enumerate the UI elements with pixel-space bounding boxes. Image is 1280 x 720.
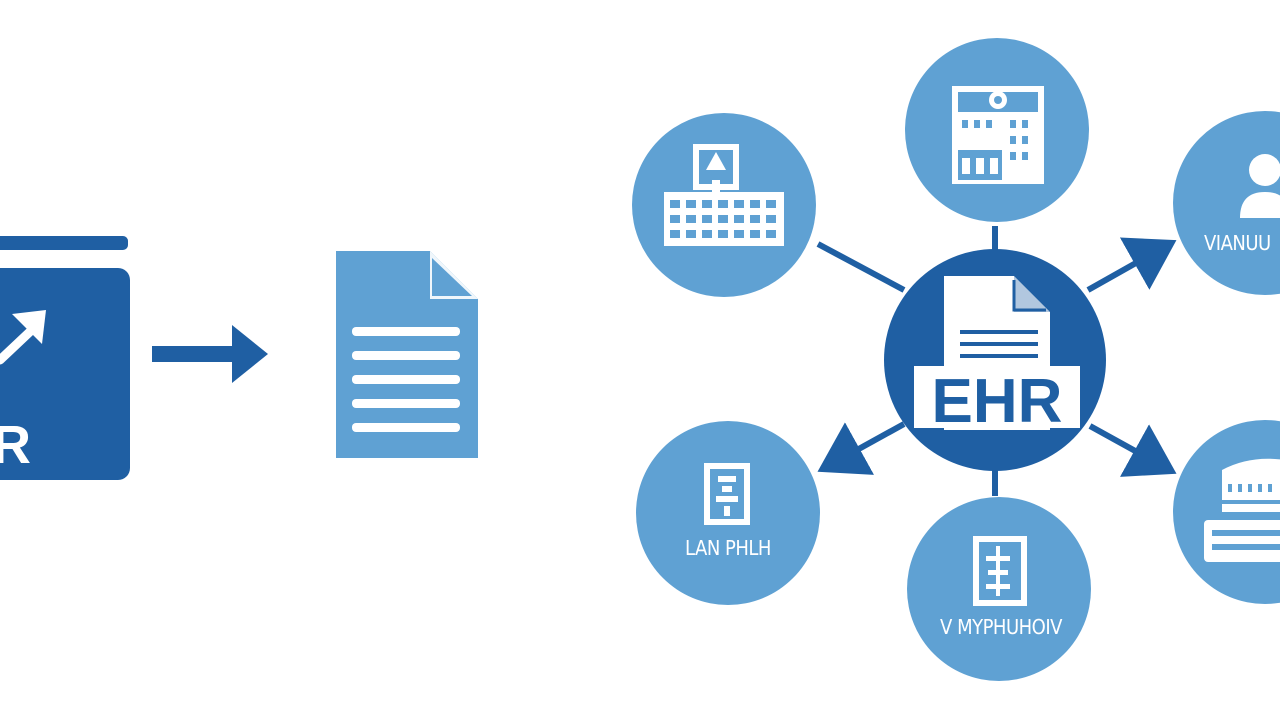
document-icon [336,251,478,458]
person-icon [1240,154,1280,218]
left-panel-top-bar [0,236,128,250]
connectors [816,226,1177,496]
connector-right-top [1086,237,1177,293]
node-top [905,38,1089,222]
node-bottom-left: LAN PHLH [636,421,820,605]
document-line [352,399,460,408]
node-bottom-left-label: LAN PHLH [685,536,771,560]
connector-right-bottom [1088,423,1177,477]
left-panel-label: R [0,415,31,475]
document-line [352,351,460,360]
ehr-hub: EHR [884,249,1106,471]
node-right-top: VIANUU [1173,111,1280,295]
node-bottom-label: V MYPHUHOIV [940,615,1063,639]
left-panel: R [0,236,130,480]
hospital-icon [664,144,784,246]
node-bottom: V MYPHUHOIV [907,497,1091,681]
device-icon [1204,458,1280,562]
node-right-bottom [1173,420,1280,604]
connector-bottom-left [817,421,906,475]
trend-arrow-icon [0,310,46,365]
arrow-right-icon [152,325,268,383]
node-right-top-label: VIANUU [1204,231,1271,255]
building-icon [952,86,1044,184]
prescription-icon [973,536,1027,606]
hub-label: EHR [932,367,1063,436]
document-line [352,423,460,432]
document-line [352,327,460,336]
connector-top-left [816,241,906,293]
node-top-left [632,113,816,297]
document-line [352,375,460,384]
lab-document-icon [704,463,750,525]
